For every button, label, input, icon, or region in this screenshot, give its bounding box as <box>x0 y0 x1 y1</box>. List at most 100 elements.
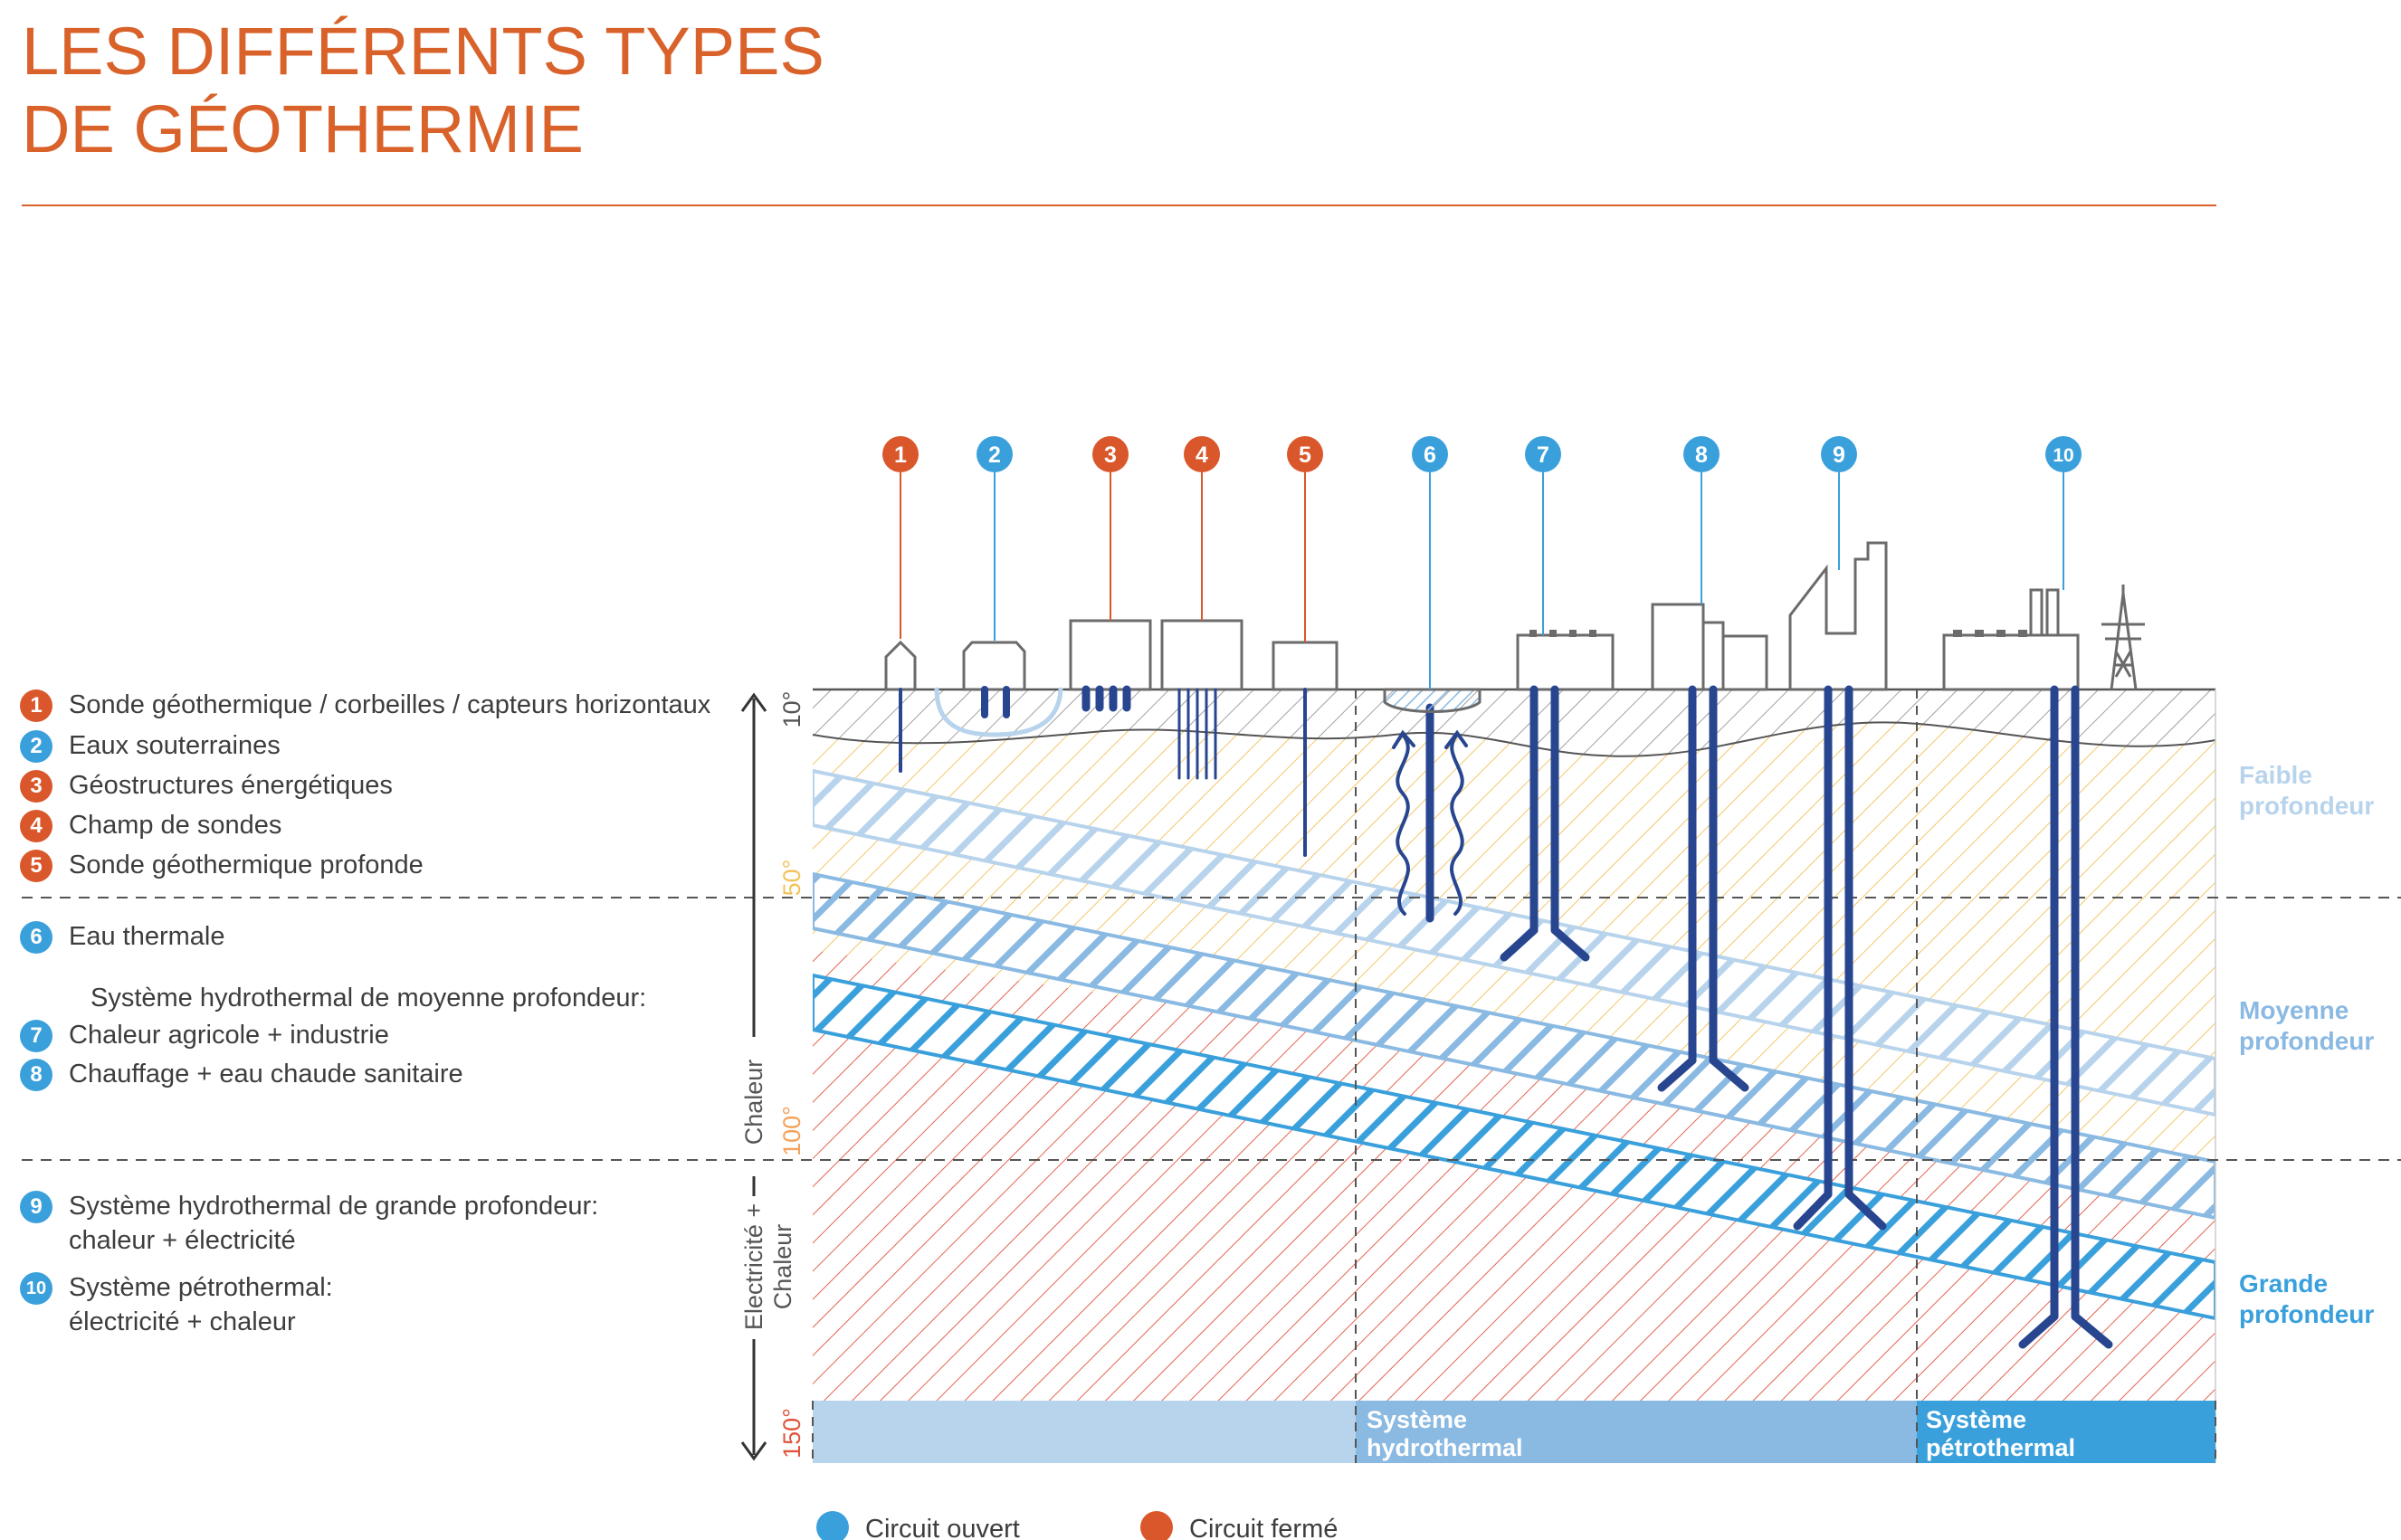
open-circuit-label: Circuit ouvert <box>865 1515 1020 1540</box>
factory-icon <box>1788 541 1888 691</box>
legend-item-10: 10 Système pétrothermal: électricité + c… <box>20 1270 333 1339</box>
title-line-1: LES DIFFÉRENTS TYPES <box>22 14 824 89</box>
temperature-axis: Chaleur Electricité + Chaleur 10° 50° 10… <box>740 691 805 1461</box>
house-icon <box>884 640 917 691</box>
marker-3: 3 <box>1092 436 1129 472</box>
well-2-basin <box>934 687 1063 737</box>
closed-circuit-swatch <box>1140 1511 1173 1540</box>
legend-badge-10: 10 <box>20 1272 52 1305</box>
marker-9-label: 9 <box>1833 442 1845 468</box>
building-3-icon <box>1069 619 1152 691</box>
marker-5: 5 <box>1287 436 1323 472</box>
building-4-icon <box>1160 619 1243 691</box>
marker-3-label: 3 <box>1104 442 1117 468</box>
circuit-legend: Circuit ouvert Circuit fermé <box>816 1511 1338 1540</box>
marker-4-label: 4 <box>1196 442 1208 468</box>
legend-item-4: 4 Champ de sondes <box>20 808 281 842</box>
legend-badge-4: 4 <box>20 810 52 842</box>
system-bar-shallow <box>813 1401 1356 1463</box>
marker-10: 10 <box>2045 436 2082 472</box>
depth-label-medium-2: profondeur <box>2239 1027 2374 1055</box>
marker-5-label: 5 <box>1299 442 1311 468</box>
depth-label-shallow-1: Faible <box>2239 761 2312 789</box>
depth-label-shallow-2: profondeur <box>2239 792 2374 820</box>
aquifer-medium <box>813 871 2215 1221</box>
legend-item-9: 9 Système hydrothermal de grande profond… <box>20 1189 598 1258</box>
system-petro-label-2: pétrothermal <box>1926 1434 2075 1461</box>
topsoil <box>813 689 2215 756</box>
system-bar-petrothermal <box>1917 1401 2215 1463</box>
legend-text-6: Eau thermale <box>69 922 225 951</box>
legend-badge-2: 2 <box>20 730 52 763</box>
legend-item-6: 6 Eau thermale <box>20 919 225 954</box>
legend-item-7: 7 Chaleur agricole + industrie <box>20 1018 389 1052</box>
legend-item-8: 8 Chauffage + eau chaude sanitaire <box>20 1057 463 1091</box>
depth-label-deep-1: Grande <box>2239 1269 2328 1298</box>
legend-item-5: 5 Sonde géothermique profonde <box>20 848 424 882</box>
marker-1: 1 <box>882 436 919 472</box>
legend-text-7: Chaleur agricole + industrie <box>69 1021 389 1050</box>
power-plant-icon <box>1942 633 2080 691</box>
legend-text-9-block: Système hydrothermal de grande profondeu… <box>69 1189 598 1258</box>
ground-strata <box>813 689 2215 1463</box>
closed-circuit-label: Circuit fermé <box>1189 1515 1338 1540</box>
legend-item-1: 1 Sonde géothermique / corbeilles / capt… <box>20 688 710 722</box>
legend-subheading: Système hydrothermal de moyenne profonde… <box>91 984 647 1012</box>
building-2-icon <box>962 641 1026 691</box>
legend-text-4: Champ de sondes <box>69 811 282 840</box>
legend-badge-6: 6 <box>20 921 52 954</box>
marker-2: 2 <box>977 436 1013 472</box>
greenhouse-icon <box>1516 633 1615 691</box>
legend-badge-1: 1 <box>20 689 52 722</box>
use-label-heat: Chaleur <box>740 1060 767 1145</box>
legend-text-5: Sonde géothermique profonde <box>69 851 424 879</box>
building-5-icon <box>1272 641 1339 691</box>
system-hydro-label-1: Système <box>1367 1406 1467 1433</box>
temp-label-50: 50° <box>778 860 805 897</box>
use-label-electricity: Electricité + <box>740 1203 767 1330</box>
numbered-markers: 1 2 3 4 5 6 7 8 9 10 <box>882 436 2082 472</box>
marker-7-label: 7 <box>1537 442 1549 468</box>
system-petro-label-1: Système <box>1926 1406 2026 1433</box>
marker-8-label: 8 <box>1695 442 1708 468</box>
marker-7: 7 <box>1525 436 1561 472</box>
depth-label-medium-1: Moyenne <box>2239 996 2349 1024</box>
system-hydro-label-2: hydrothermal <box>1367 1434 1523 1461</box>
marker-4: 4 <box>1184 436 1220 472</box>
marker-1-label: 1 <box>894 442 907 468</box>
legend-text-10: Système pétrothermal: <box>69 1273 333 1302</box>
legend-text-1: Sonde géothermique / corbeilles / capteu… <box>69 690 711 719</box>
marker-6-label: 6 <box>1424 442 1436 468</box>
page-title: LES DIFFÉRENTS TYPES DE GÉOTHERMIE <box>22 13 824 168</box>
temp-label-150: 150° <box>778 1408 805 1459</box>
temp-label-10: 10° <box>778 691 805 728</box>
legend-badge-8: 8 <box>20 1059 52 1091</box>
marker-8: 8 <box>1683 436 1720 472</box>
legend-text-3: Géostructures énergétiques <box>69 771 393 800</box>
legend-text-2: Eaux souterraines <box>69 731 281 760</box>
aquifer-deep <box>813 973 2215 1321</box>
marker-6: 6 <box>1412 436 1448 472</box>
legend-badge-7: 7 <box>20 1020 52 1052</box>
legend-text-10-block: Système pétrothermal: électricité + chal… <box>69 1270 333 1339</box>
legend-badge-9: 9 <box>20 1191 52 1223</box>
legend-item-3: 3 Géostructures énergétiques <box>20 768 393 803</box>
legend-item-2: 2 Eaux souterraines <box>20 728 281 763</box>
roof-details <box>1529 630 2027 637</box>
building-8a-icon <box>1651 603 1705 691</box>
legend-badge-3: 3 <box>20 770 52 803</box>
system-bar-hydrothermal <box>1356 1401 1917 1463</box>
legend-text-8: Chauffage + eau chaude sanitaire <box>69 1060 463 1088</box>
legend-text-9b: chaleur + électricité <box>69 1226 296 1255</box>
legend-text-10b: électricité + chaleur <box>69 1307 296 1336</box>
open-circuit-swatch <box>816 1511 849 1540</box>
legend-badge-5: 5 <box>20 850 52 882</box>
marker-leaders <box>900 472 2064 689</box>
legend-text-9: Système hydrothermal de grande profondeu… <box>69 1192 599 1221</box>
pipes <box>899 685 2113 1349</box>
installation-icons <box>884 541 2080 691</box>
temp-label-100: 100° <box>778 1106 805 1156</box>
use-label-heat-2: Chaleur <box>769 1224 796 1310</box>
pylon-icon <box>2101 585 2145 690</box>
